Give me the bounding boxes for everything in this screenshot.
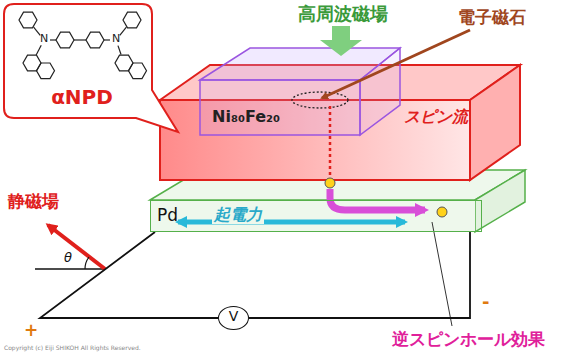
- rf-box-front: [200, 80, 360, 135]
- node-text: Pd: [157, 206, 481, 225]
- atom-label: N: [112, 33, 120, 45]
- atom-label: N: [40, 33, 48, 45]
- slab-side-face: [470, 65, 520, 180]
- rf-box-side: [360, 48, 400, 135]
- wire: [249, 232, 470, 318]
- bond: [120, 27, 127, 35]
- effect-label: 逆スピンホール効果: [392, 330, 545, 349]
- static-field-arrow: [48, 225, 105, 269]
- spin-current-line: [329, 106, 332, 176]
- angle-label: θ: [64, 251, 72, 265]
- voltmeter: V: [218, 306, 249, 330]
- electron-dot: [325, 178, 335, 188]
- molecule-structure: [19, 12, 147, 78]
- wire: [40, 232, 218, 318]
- reference-line: [35, 268, 105, 270]
- field-label: 静磁場: [8, 192, 59, 211]
- terminal-sign: +: [24, 321, 38, 340]
- bond: [118, 46, 121, 55]
- field-label: 高周波磁場: [298, 4, 388, 24]
- callout-bubble: αNPD: [4, 4, 160, 118]
- material-label: Ni₈₀Fe₂₀: [212, 108, 280, 126]
- leader-line: [432, 222, 452, 326]
- electron-dot: [437, 207, 447, 217]
- benzene-ring: [123, 12, 141, 28]
- pd-front-face: [150, 200, 475, 232]
- electron-magnet-arrow: [322, 30, 470, 98]
- benzene-ring: [56, 32, 74, 48]
- bond: [34, 27, 41, 35]
- pd-side-face: [475, 170, 525, 232]
- callout-bubble: [4, 4, 178, 132]
- benzene-ring: [37, 63, 55, 79]
- node-text: αNPD: [4, 86, 160, 108]
- precession-orbit: [292, 92, 348, 108]
- rf-field-arrow: [320, 26, 362, 56]
- angle-arc: [85, 257, 89, 269]
- bond: [104, 39, 110, 40]
- pd-layer: Pd: [150, 200, 482, 232]
- bond: [74, 39, 86, 40]
- node-text: V: [219, 309, 248, 324]
- terminal-sign: -: [482, 292, 489, 312]
- magnet-label: 電子磁石: [458, 8, 526, 27]
- benzene-ring: [86, 32, 104, 48]
- benzene-ring: [19, 12, 37, 28]
- bond: [50, 39, 56, 40]
- bond: [36, 45, 41, 55]
- copyright-note: Copyright (c) Eiji SHIKOH All Rights Res…: [4, 345, 141, 352]
- spin-current-label: スピン流: [404, 108, 468, 126]
- benzene-ring: [129, 63, 147, 79]
- emf-label: 起電力: [212, 206, 264, 224]
